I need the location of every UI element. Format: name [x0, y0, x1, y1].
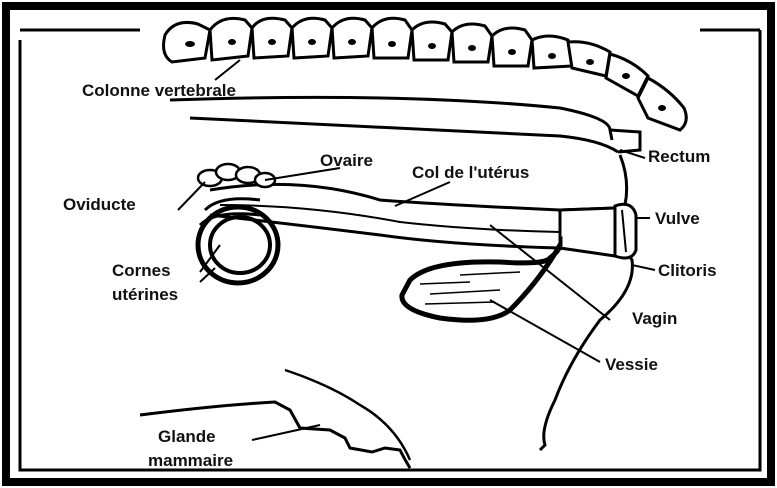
body-contour — [540, 155, 632, 450]
vertebral-column — [164, 18, 687, 130]
label-vessie: Vessie — [605, 355, 658, 374]
label-cornes-1: Cornes — [112, 261, 171, 280]
label-vulve: Vulve — [655, 209, 700, 228]
label-col-uterus: Col de l'utérus — [412, 163, 529, 182]
label-glande-2: mammaire — [148, 451, 233, 470]
label-vagin: Vagin — [632, 309, 677, 328]
ovary — [198, 164, 275, 187]
vestibule — [560, 208, 615, 256]
label-rectum: Rectum — [648, 147, 710, 166]
label-oviducte: Oviducte — [63, 195, 136, 214]
label-glande-1: Glande — [158, 427, 216, 446]
label-cornes-2: utérines — [112, 285, 178, 304]
uterine-horns — [198, 199, 278, 283]
label-clitoris: Clitoris — [658, 261, 717, 280]
label-colonne-vertebrale: Colonne vertebrale — [82, 81, 236, 100]
label-ovaire: Ovaire — [320, 151, 373, 170]
rectum-upper-line — [170, 97, 612, 140]
frame-border — [6, 6, 771, 482]
rectum-lower-line — [190, 118, 618, 152]
bladder — [402, 245, 560, 320]
belly-line — [285, 370, 410, 460]
